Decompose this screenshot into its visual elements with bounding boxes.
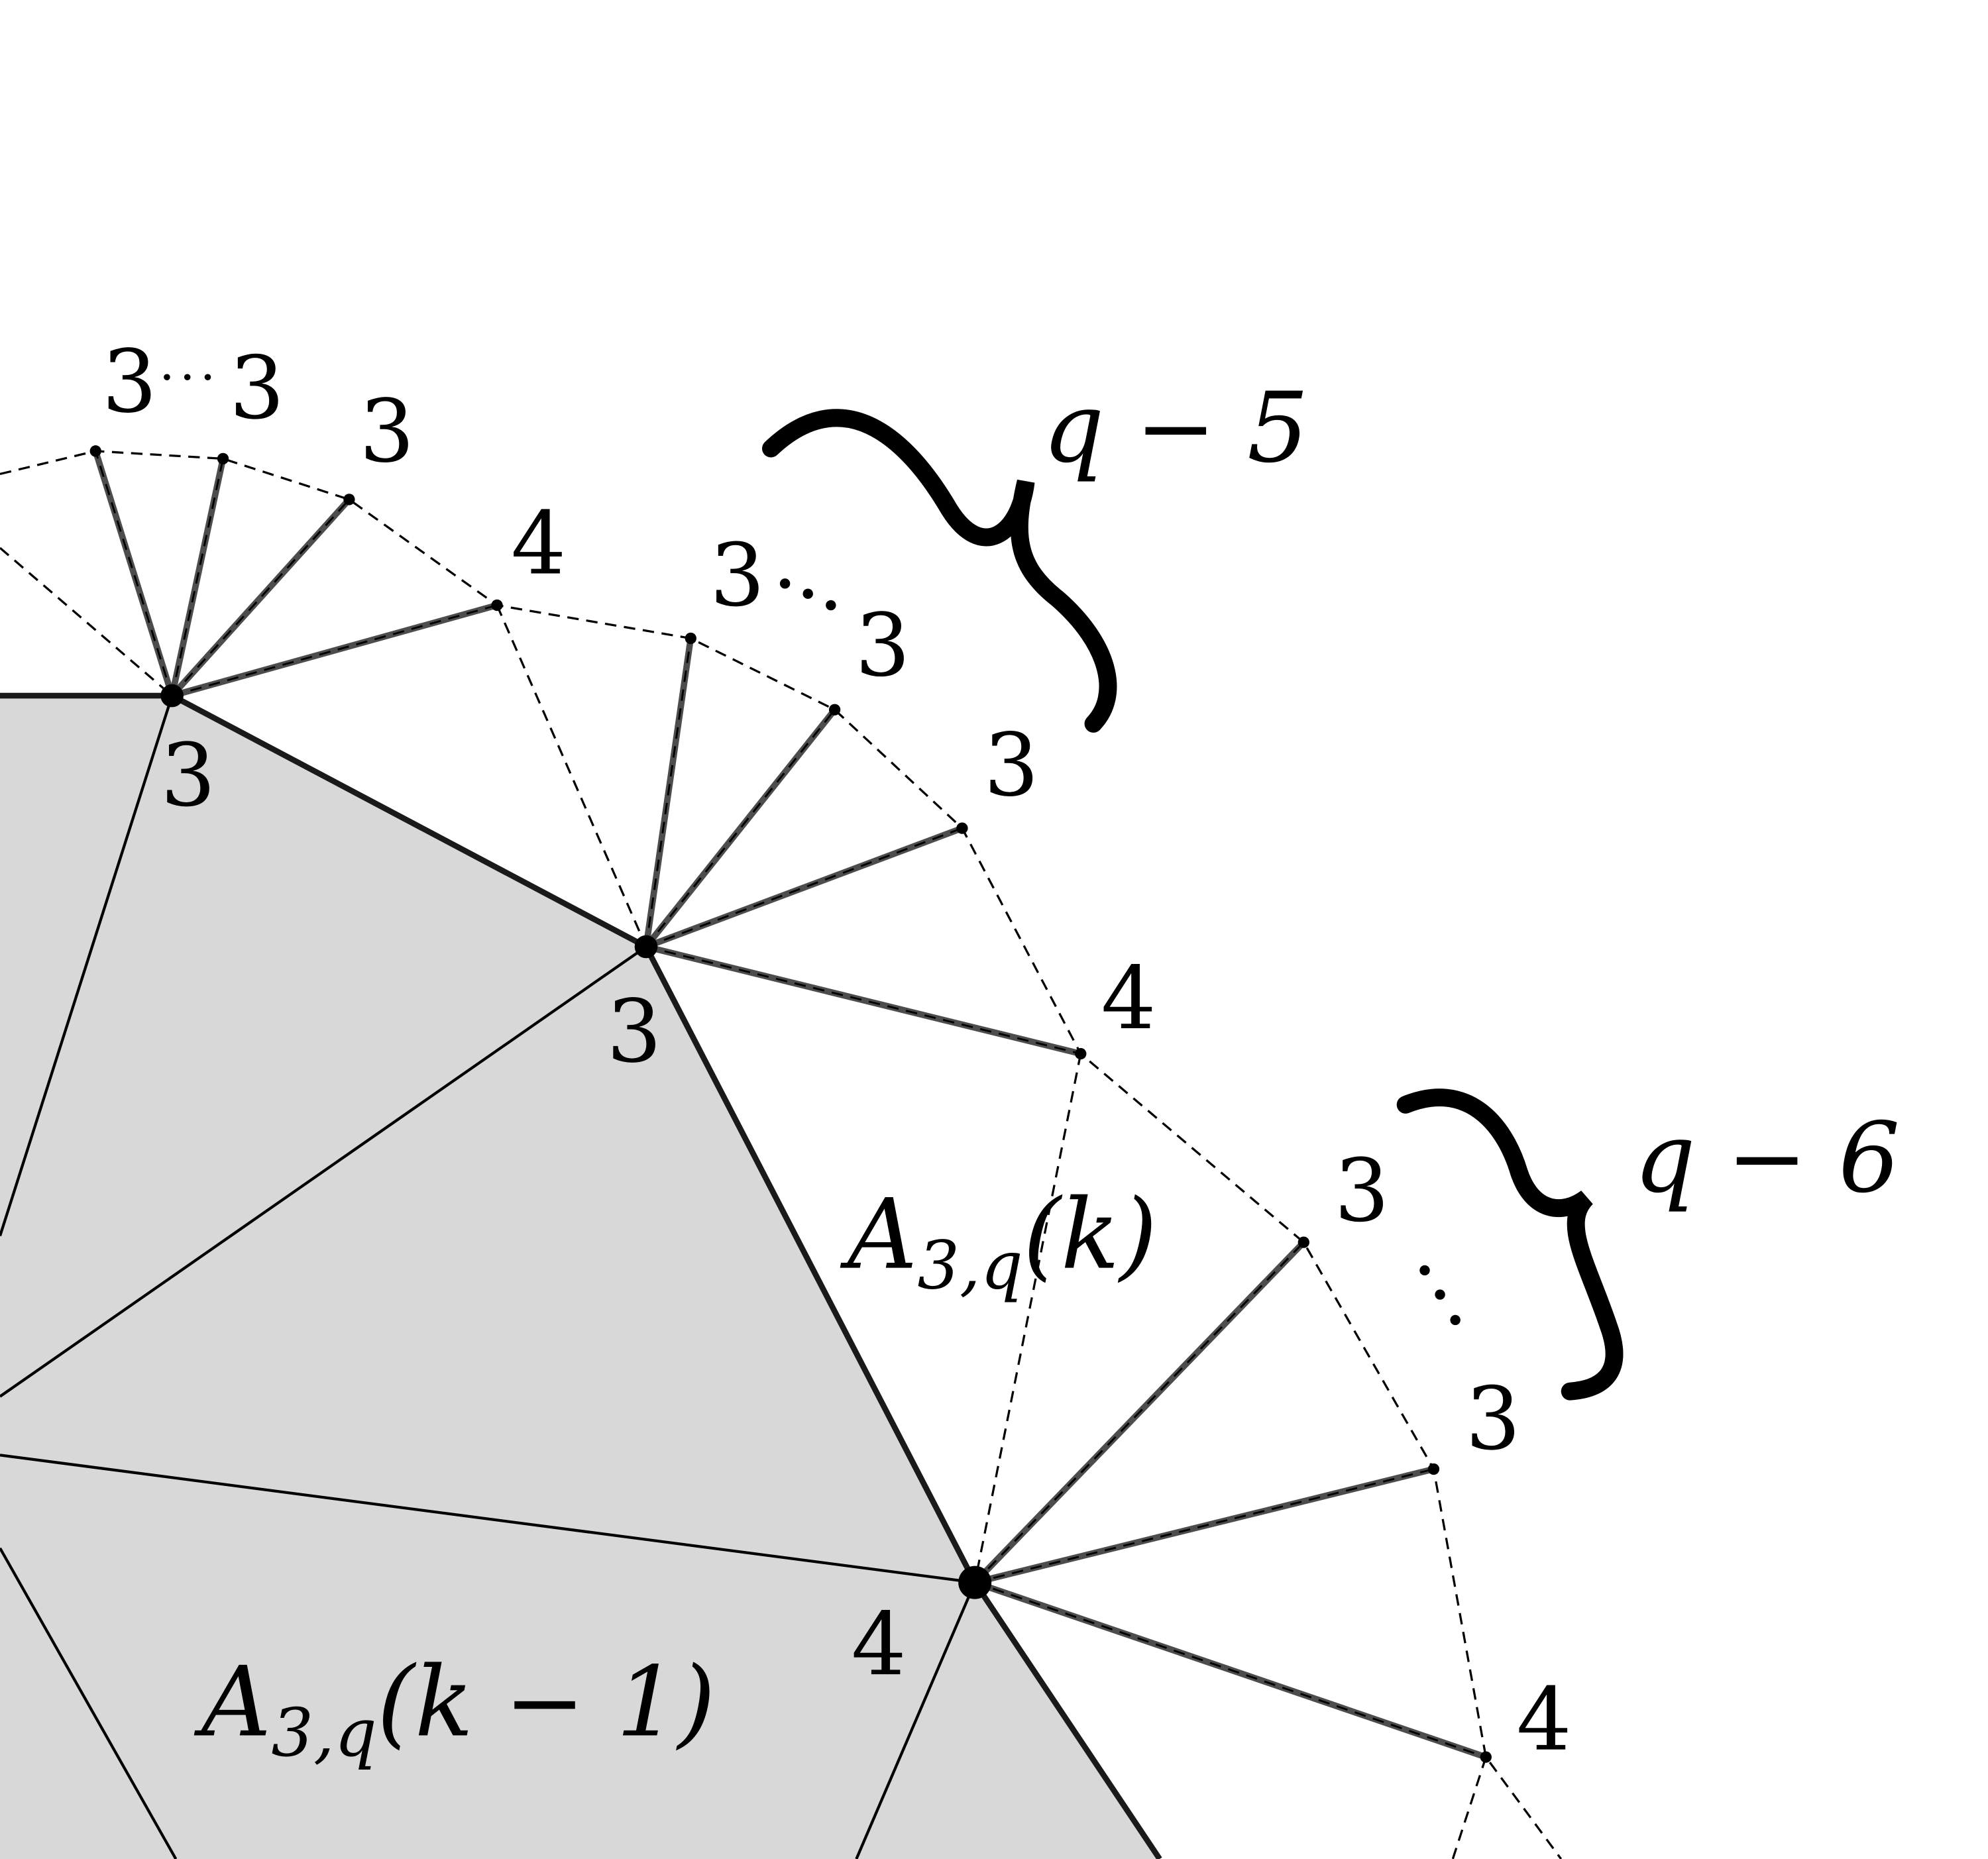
degree-label: 4 bbox=[852, 1594, 907, 1695]
spokes bbox=[92, 450, 1487, 1760]
degree-label: 4 bbox=[1516, 1670, 1571, 1770]
degree-label: 4 bbox=[1101, 948, 1156, 1049]
degree-label: 4 bbox=[511, 493, 566, 594]
brace-right-label: q − 6 bbox=[1633, 1102, 1900, 1214]
degree-label: 3 bbox=[606, 981, 661, 1082]
degree-label: 3 bbox=[984, 715, 1039, 816]
degree-label: 3 bbox=[229, 338, 284, 439]
hub-vertex-3 bbox=[958, 1566, 992, 1599]
outer-vertex bbox=[1298, 1236, 1309, 1248]
degree-label: 3 bbox=[855, 595, 910, 696]
region-label-inner: A3,q(k − 1) bbox=[193, 1646, 716, 1772]
boundary-edges bbox=[0, 692, 1162, 1859]
vertices bbox=[89, 445, 1492, 1763]
outer-vertex bbox=[1075, 1047, 1087, 1060]
brace-top bbox=[762, 409, 1117, 733]
degree-label: 3 bbox=[710, 525, 765, 626]
hub-vertex-1 bbox=[160, 684, 184, 708]
inner-edges bbox=[0, 695, 977, 1859]
degree-label: 3 bbox=[359, 381, 414, 482]
outer-vertex bbox=[89, 445, 101, 457]
outer-vertex bbox=[217, 452, 229, 465]
outer-vertex bbox=[685, 632, 696, 645]
degree-label: 3 bbox=[102, 331, 157, 432]
outer-vertex bbox=[491, 599, 503, 611]
brace-right bbox=[1396, 1089, 1624, 1401]
outer-vertex bbox=[343, 494, 355, 505]
outer-vertex bbox=[956, 822, 968, 834]
region-label-outer: A3,q(k) bbox=[840, 1179, 1158, 1304]
ellipsis-dots bbox=[164, 374, 1461, 1326]
degree-label: 3 bbox=[1466, 1369, 1521, 1469]
outer-vertex bbox=[1427, 1463, 1440, 1475]
degree-label: 3 bbox=[160, 725, 215, 825]
hub-vertex-2 bbox=[634, 935, 658, 959]
brace-top-label: q − 5 bbox=[1042, 372, 1309, 484]
outer-vertex bbox=[828, 704, 841, 716]
outer-vertex bbox=[1480, 1751, 1492, 1763]
degree-label: 3 bbox=[1334, 1140, 1389, 1241]
